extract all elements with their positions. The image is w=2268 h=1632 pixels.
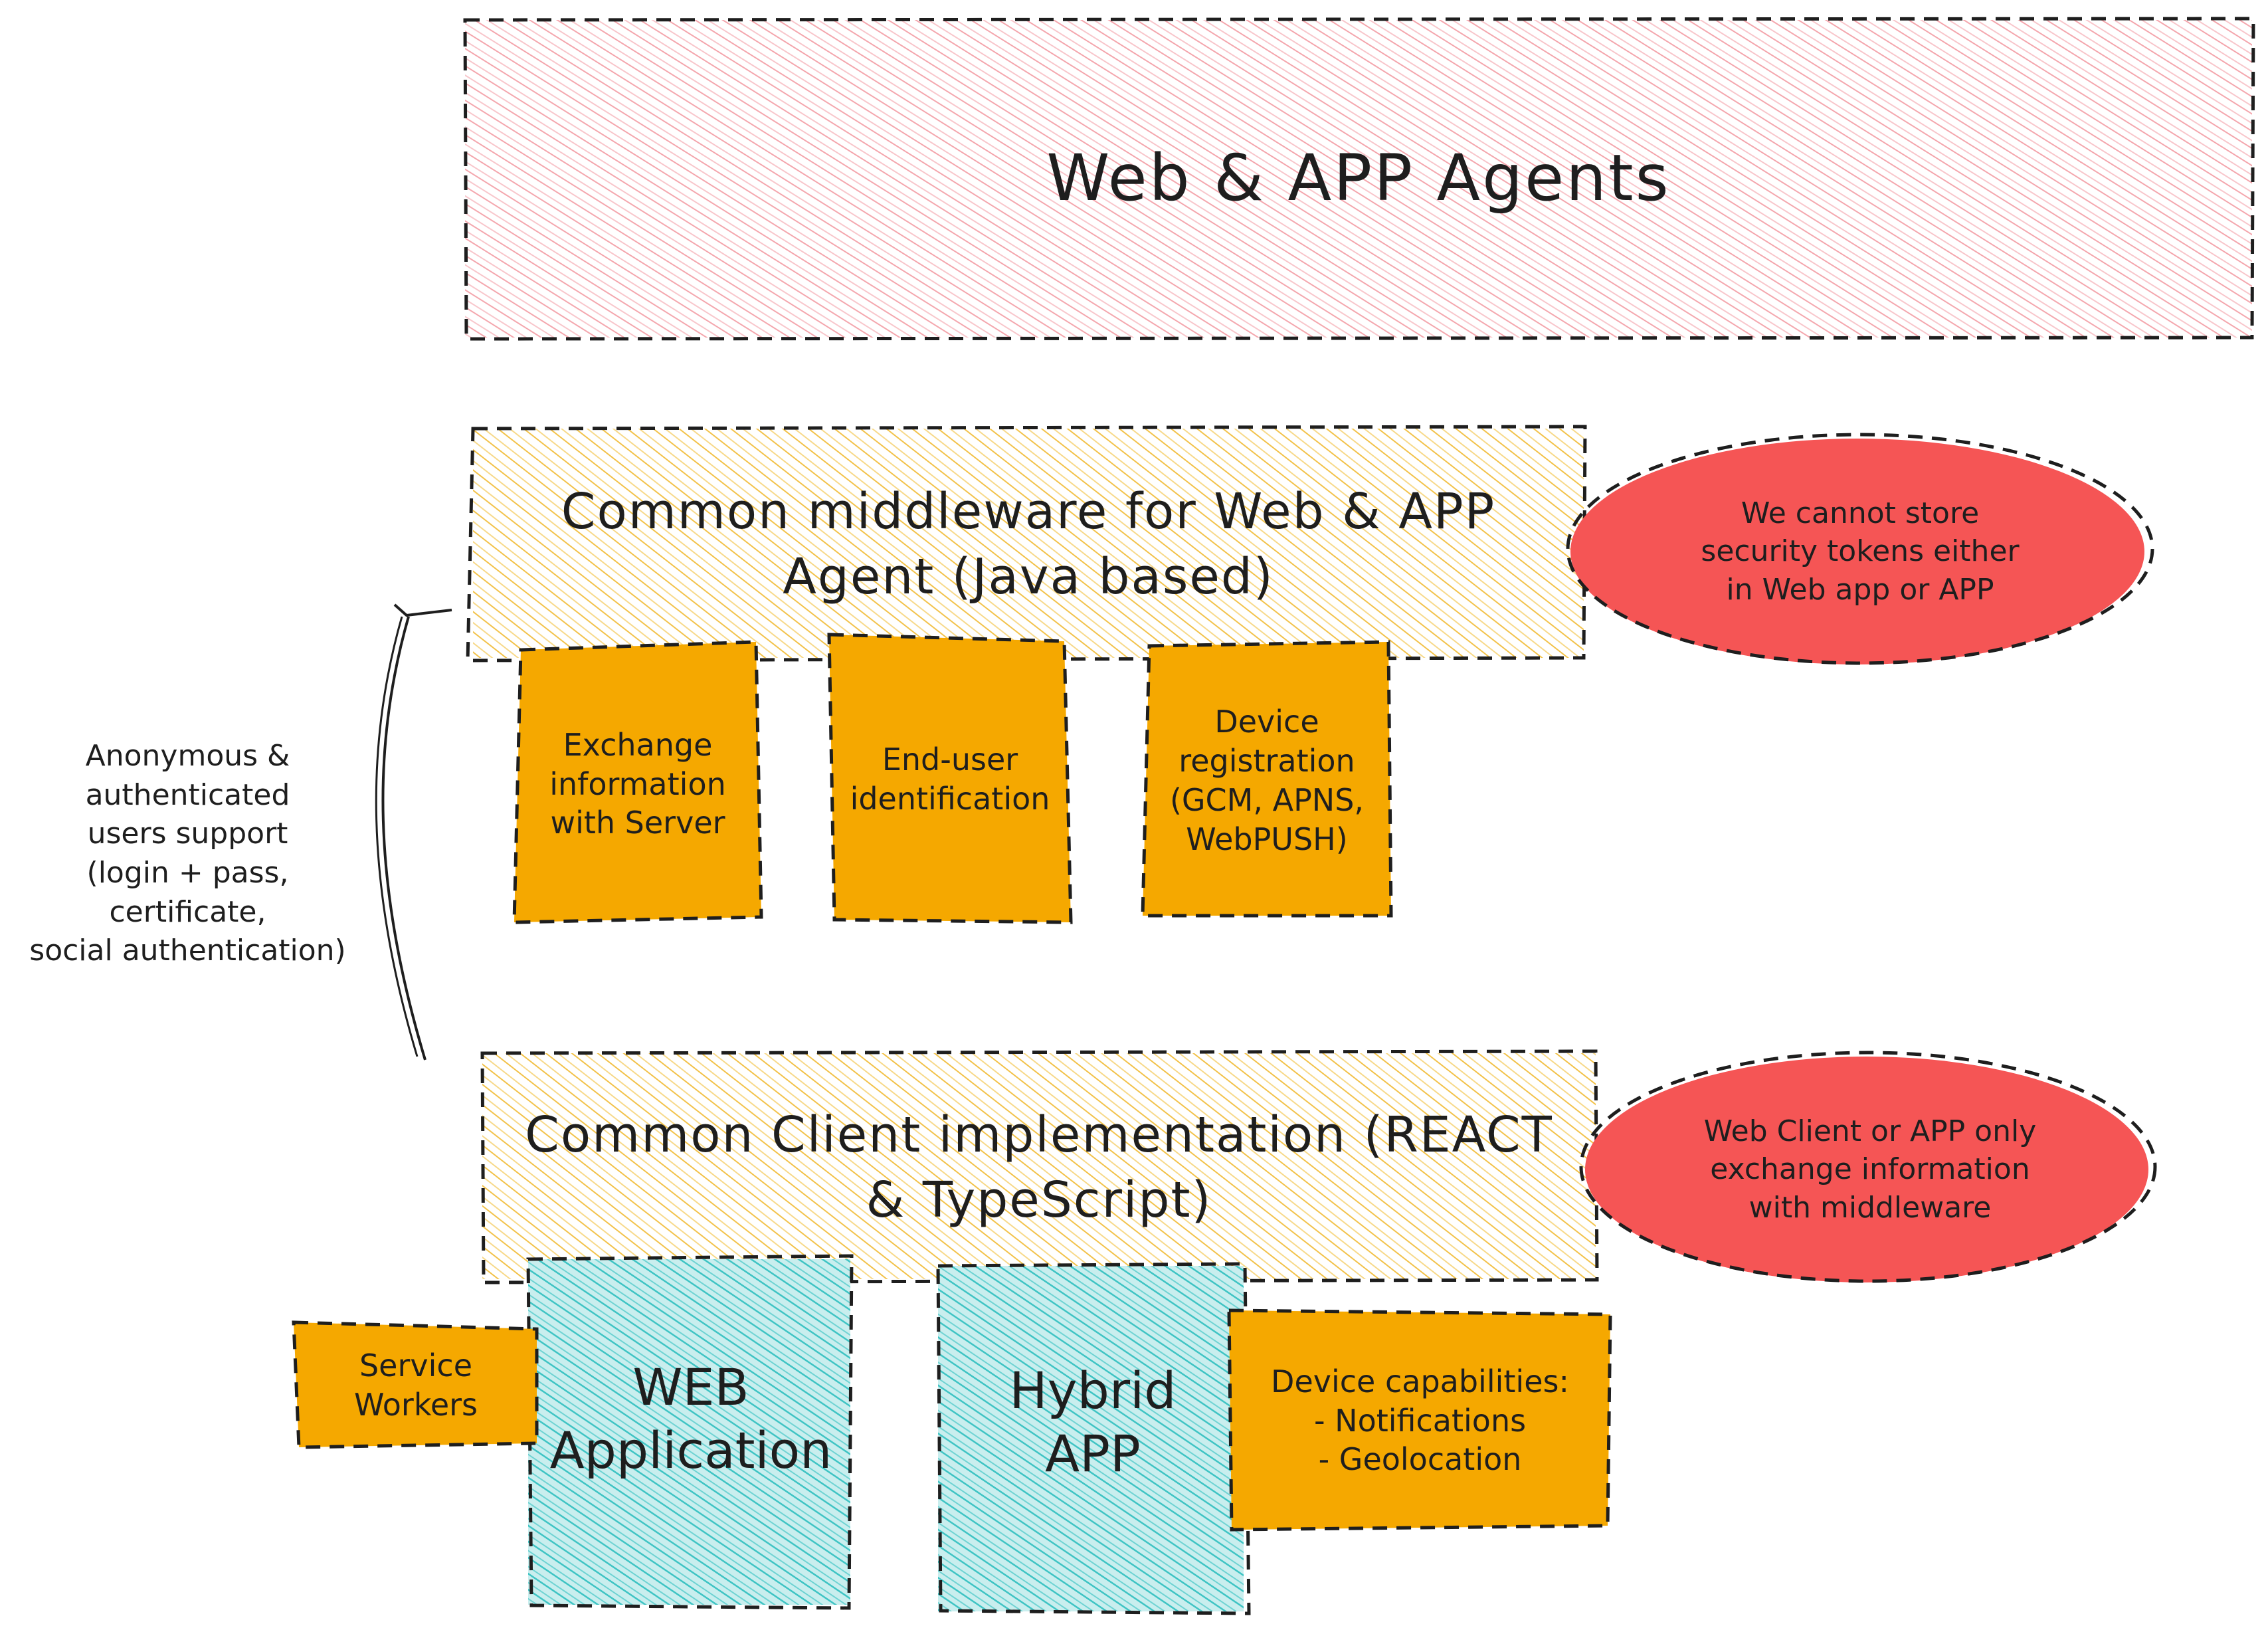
service-workers-label: Service Workers [353, 1348, 478, 1423]
client-banner-label: Common Client implementation (REACT & Ty… [525, 1106, 1553, 1229]
side-note-label: Anonymous & authenticated users support … [29, 739, 346, 968]
client-banner-shape [480, 1049, 1599, 1284]
hybrid-app-shape [936, 1262, 1251, 1615]
middleware-box-exchange-label: Exchange information with Server [549, 726, 726, 841]
device-capabilities-shape [1227, 1308, 1612, 1532]
middleware-note-shape [1566, 433, 2154, 665]
web-application-label: WEB Application [549, 1358, 832, 1480]
hybrid-app-label: Hybrid APP [1009, 1361, 1177, 1483]
side-arrow-shape [375, 603, 452, 1061]
top-banner-label: Web & APP Agents [1046, 141, 1671, 216]
web-application-shape [526, 1254, 854, 1610]
middleware-note-label: We cannot store security tokens either i… [1701, 496, 2020, 607]
middleware-box-shapes [512, 633, 1393, 924]
middleware-banner-shape [466, 425, 1587, 663]
service-workers-shape [292, 1320, 539, 1449]
middleware-box-device-registration-label: Device registration (GCM, APNS, WebPUSH) [1169, 704, 1365, 857]
middleware-banner-label: Common middleware for Web & APP Agent (J… [561, 483, 1496, 605]
client-note-shape [1579, 1051, 2157, 1283]
middleware-box-identification-label: End-user identification [850, 741, 1050, 817]
top-banner-shape [463, 17, 2255, 341]
client-note-label: Web Client or APP only exchange informat… [1703, 1114, 2037, 1225]
device-capabilities-label: Device capabilities: - Notifications - G… [1271, 1363, 1569, 1478]
